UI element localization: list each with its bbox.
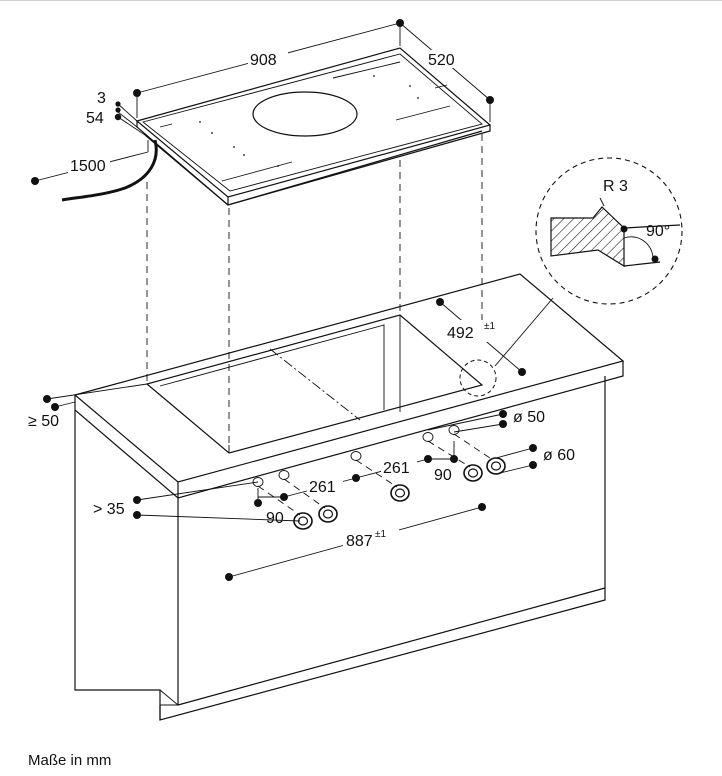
base-cabinet bbox=[73, 273, 625, 721]
dimension-knob-spacing-right: 261 bbox=[355, 455, 432, 479]
dimension-knob-pair-left: 90 bbox=[254, 488, 284, 527]
dimension-knob-clearance: ø 60 bbox=[495, 444, 575, 475]
cooktop-top-surface bbox=[135, 47, 492, 198]
dimension-depth: 520 bbox=[399, 22, 494, 122]
knob bbox=[318, 505, 338, 523]
angle-label: 90° bbox=[646, 223, 670, 240]
cutout-width-tolerance: ±1 bbox=[375, 529, 386, 540]
dimension-knob-pair-right: 90 bbox=[428, 441, 458, 484]
height-top-label: 3 bbox=[97, 90, 106, 107]
dimension-width: 908 bbox=[133, 19, 404, 118]
top-divider bbox=[0, 0, 722, 1]
knob bbox=[463, 464, 483, 482]
cooktop-edge bbox=[136, 121, 491, 206]
knob bbox=[486, 457, 506, 475]
detail-edge-radius: R 3 90° bbox=[494, 157, 683, 367]
cutout-width-label: 887 bbox=[346, 533, 373, 550]
projection-lines bbox=[146, 134, 483, 450]
cutout-depth-label: 492 bbox=[447, 325, 474, 342]
radius-label: R 3 bbox=[603, 178, 628, 195]
induction-zone-circle bbox=[252, 91, 358, 137]
cooktop bbox=[61, 47, 492, 206]
knob-spacing-left-label: 261 bbox=[309, 479, 336, 496]
dimension-knob-spacing-left: 261 bbox=[280, 474, 360, 501]
height-total-label: 54 bbox=[86, 110, 104, 127]
units-note: Maße in mm bbox=[28, 752, 112, 769]
knob-pair-right-label: 90 bbox=[434, 467, 452, 484]
worktop-cutout bbox=[145, 314, 484, 454]
dimension-cutout-depth: 492 ±1 bbox=[436, 298, 526, 397]
dimension-below-min: > 35 bbox=[93, 481, 301, 522]
cutout-depth-tolerance: ±1 bbox=[484, 321, 495, 332]
knob-clearance-label: ø 60 bbox=[543, 447, 575, 464]
knob-pair-left-label: 90 bbox=[266, 510, 284, 527]
below-min-label: > 35 bbox=[93, 501, 125, 518]
control-knobs bbox=[252, 425, 506, 530]
depth-label: 520 bbox=[428, 52, 455, 69]
knob bbox=[390, 484, 410, 502]
power-cable bbox=[61, 139, 158, 202]
knob-hole-label: ø 50 bbox=[513, 409, 545, 426]
knob-spacing-right-label: 261 bbox=[383, 460, 410, 477]
dimension-cutout-width: 887 ±1 bbox=[225, 503, 486, 581]
front-min-label: ≥ 50 bbox=[28, 413, 59, 430]
width-label: 908 bbox=[250, 52, 277, 69]
dimension-heights: 3 54 bbox=[86, 90, 146, 136]
dimension-knob-hole: ø 50 bbox=[427, 409, 545, 433]
dimension-cable: 1500 bbox=[31, 151, 149, 185]
dimension-front-min: ≥ 50 bbox=[28, 383, 148, 430]
cable-label: 1500 bbox=[70, 158, 106, 175]
